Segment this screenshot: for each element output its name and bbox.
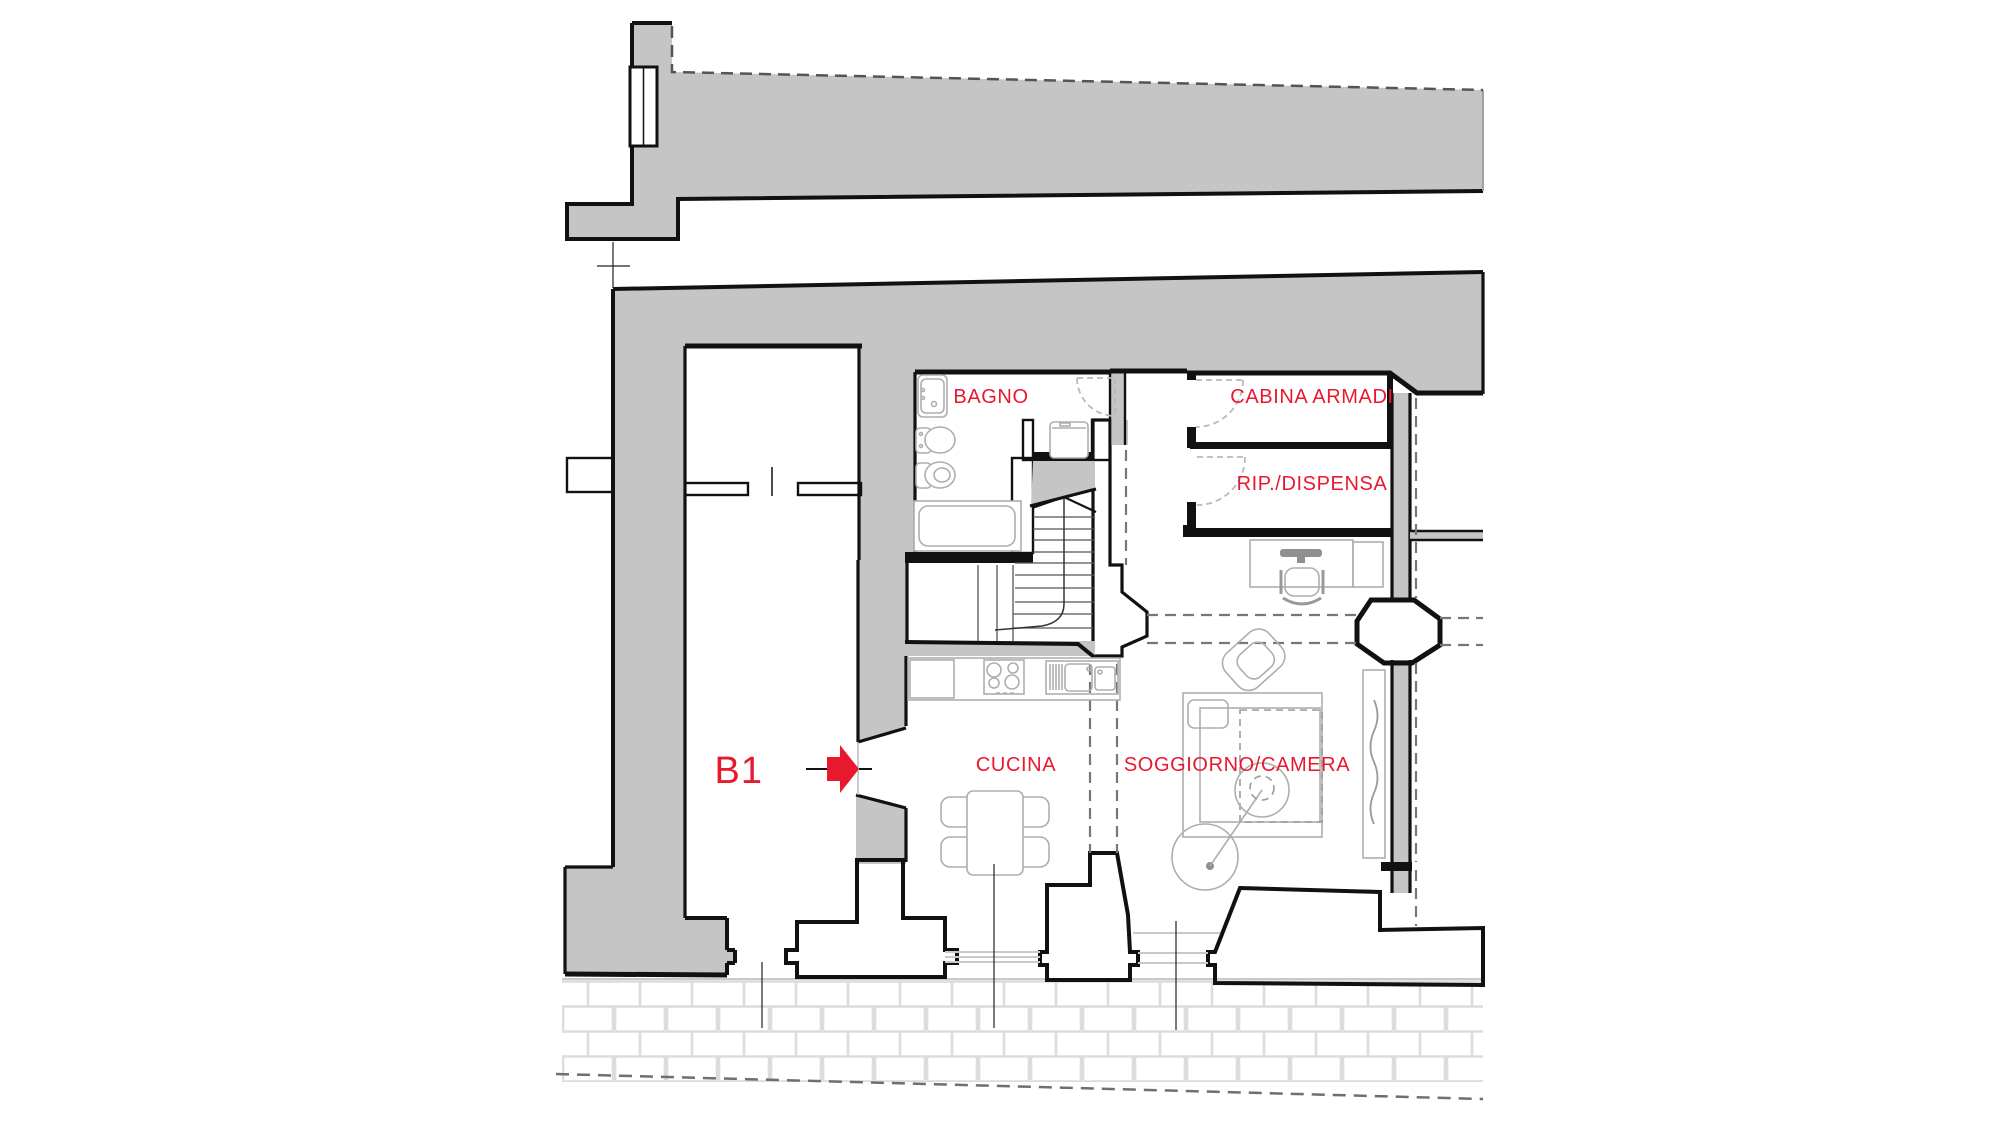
armchair: [1221, 628, 1286, 692]
overhead-dashed-lines: [1088, 398, 1483, 926]
kitchen-counter: [907, 657, 1121, 701]
bathroom-fixtures: [913, 374, 1089, 552]
dimension-marks: [761, 864, 1177, 1030]
room-label-rip-dispensa: RIP./DISPENSA: [1237, 473, 1388, 495]
kitchen-table: [966, 790, 1024, 876]
entrance-wall-lower: [856, 795, 906, 864]
room-label-bagno: BAGNO: [953, 386, 1028, 408]
room-labels: BAGNO CABINA ARMADI RIP./DISPENSA CUCINA…: [953, 386, 1393, 776]
bed: [1182, 692, 1323, 838]
room-label-soggiorno-camera: SOGGIORNO/CAMERA: [1124, 754, 1350, 776]
kitchen-table-chairs: [940, 790, 1050, 876]
foot-mid: [784, 858, 959, 979]
kitchen-sink: [1045, 660, 1119, 695]
room-label-cabina-armadi: CABINA ARMADI: [1230, 386, 1393, 408]
unit-label: B1: [715, 750, 763, 792]
desk: [1249, 539, 1354, 588]
desk-area: [1249, 539, 1384, 606]
brick-hatch: [555, 978, 1484, 1101]
swing-table: [1171, 762, 1290, 891]
kitchen-fixtures: [907, 657, 1121, 876]
entrance-wall-upper: [858, 560, 907, 742]
octagonal-pier: [1354, 597, 1443, 666]
staircase: [977, 495, 1097, 641]
kitchen-cabinet: [909, 659, 955, 699]
ground-dashed-line: [555, 1072, 1484, 1101]
stove: [983, 659, 1025, 695]
washbasin: [917, 374, 948, 418]
exterior-stub-wall: [565, 456, 615, 494]
bathtub: [913, 500, 1022, 552]
office-chair: [1279, 567, 1325, 606]
room-label-cucina: CUCINA: [976, 754, 1056, 776]
washing-machine: [1049, 421, 1089, 459]
entrance-marker: B1: [715, 745, 872, 793]
wardrobe: [1362, 669, 1386, 859]
foot-kitchen-soggiorno: [1038, 851, 1140, 982]
foot-right: [1206, 885, 1485, 988]
thresholds: [945, 932, 1220, 964]
monitor: [1280, 549, 1322, 557]
entrance-arrow-icon: [827, 745, 859, 793]
survey-tick: [597, 242, 630, 288]
bidet: [915, 426, 956, 454]
living-furniture: [1171, 628, 1386, 891]
upper-street-wall: [565, 21, 1484, 288]
building-walls: [563, 270, 1485, 988]
door-swings: [1076, 377, 1246, 506]
toilet: [915, 461, 956, 489]
